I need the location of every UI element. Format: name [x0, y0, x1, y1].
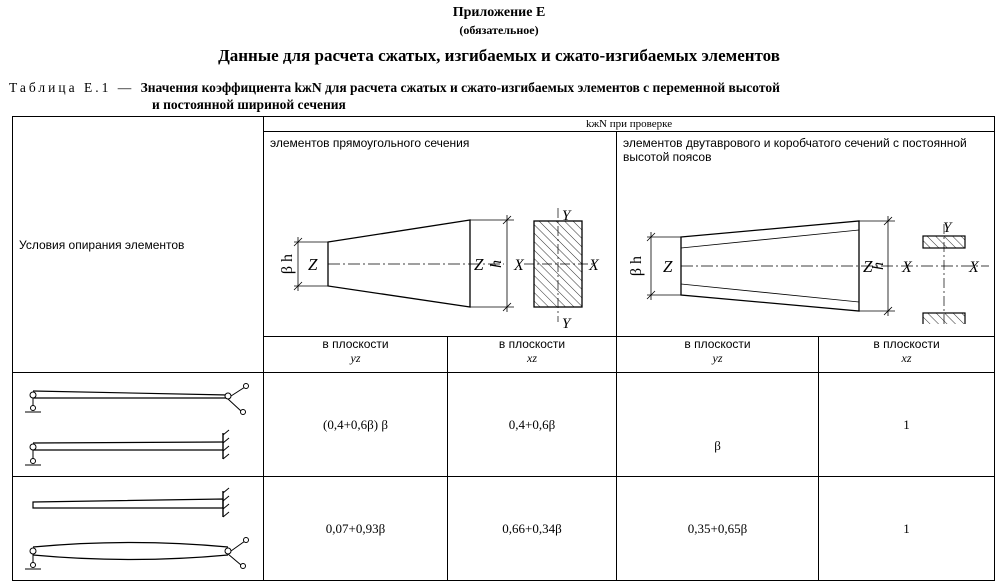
value-r2-c4: 1: [817, 476, 996, 581]
y-label-bottom: Y: [562, 316, 572, 330]
ibeam-section-diagram: β h Z Z h X X Y Y: [628, 216, 989, 344]
plane-label: в плоскости: [322, 337, 389, 351]
support-scheme-cantilever-pinned: [25, 487, 249, 570]
rect-section-cell: элементов прямоугольного сечения: [263, 131, 617, 337]
rect-section-header: элементов прямоугольного сечения: [270, 136, 470, 150]
support-scheme-pinned-pinned-fixed: [25, 383, 249, 466]
ibeam-section-header: элементов двутаврового и коробчатого сеч…: [623, 136, 967, 164]
section-title: Данные для расчета сжатых, изгибаемых и …: [218, 46, 780, 65]
table-title-line1: Значения коэффициента kжN для расчета сж…: [140, 80, 780, 95]
value-r1-c2: 0,4+0,6β: [447, 372, 617, 477]
value-r2-c1: 0,07+0,93β: [263, 476, 448, 581]
value-r1-c1: (0,4+0,6β) β: [263, 372, 448, 477]
condition-header: Условия опирания элементов: [12, 116, 264, 373]
support-diagram-row-1: [12, 372, 264, 477]
y-label-top: Y: [562, 208, 572, 224]
x-label-left: X: [513, 257, 525, 274]
x-label-right-2: X: [968, 259, 980, 276]
value-r1-c3: β: [616, 372, 819, 477]
value-r2-c2: 0,66+0,34β: [447, 476, 617, 581]
plane-axis: xz: [901, 351, 912, 365]
y-label-top-2: Y: [943, 220, 953, 236]
h-label: h: [488, 260, 505, 268]
rect-section-diagram: β h Z Z h X X Y Y: [279, 208, 600, 332]
beta-h-label-2: β h: [628, 256, 645, 276]
appendix-note: (обязательное): [459, 23, 539, 37]
value-r2-c3: 0,35+0,65β: [616, 476, 819, 581]
table-caption: Таблица Е.1 — Значения коэффициента kжN …: [9, 79, 780, 113]
appendix-title: Приложение Е: [452, 5, 546, 20]
value-r1-c4: 1: [817, 372, 996, 477]
z-label-right-2: Z: [863, 257, 873, 276]
plane-label: в плоскости: [498, 337, 566, 351]
plane-axis: xz: [527, 351, 537, 365]
plane-axis: yz: [712, 351, 723, 365]
coefficient-table: Условия опирания элементов kжN при прове…: [12, 116, 996, 581]
plane-label: в плоскости: [684, 337, 751, 351]
z-label-right: Z: [474, 255, 484, 274]
plane-axis: yz: [350, 351, 361, 365]
table-title-line2: и постоянной шириной сечения: [152, 97, 346, 112]
z-label-left: Z: [308, 255, 318, 274]
x-label-left-2: X: [901, 259, 913, 276]
tapered-element-shape: [327, 219, 471, 308]
plane-label: в плоскости: [873, 337, 940, 351]
k-header: kжN при проверке: [262, 116, 996, 132]
ibeam-section-cell: элементов двутаврового и коробчатого сеч…: [615, 131, 996, 344]
table-label: Таблица Е.1 —: [9, 80, 141, 95]
x-label-right: X: [588, 257, 600, 274]
beta-h-label: β h: [279, 254, 296, 274]
z-label-left-2: Z: [663, 257, 673, 276]
h-label-2: h: [870, 262, 887, 270]
support-diagram-row-2: [12, 476, 264, 581]
